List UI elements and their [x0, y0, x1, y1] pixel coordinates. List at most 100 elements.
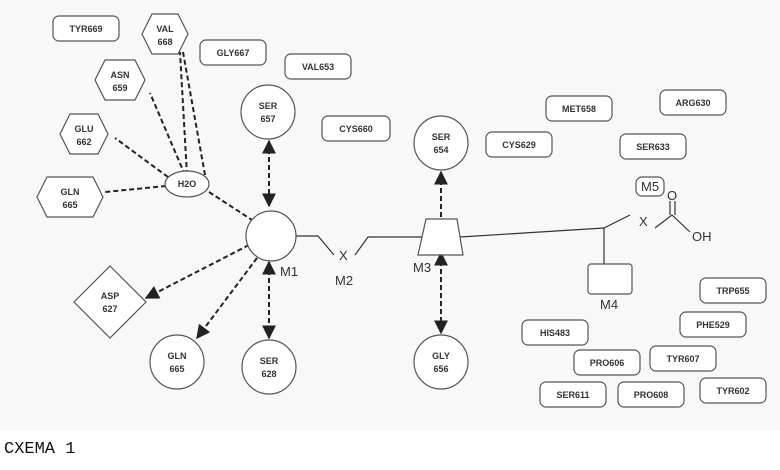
his483-label: HIS483: [540, 328, 570, 338]
pro606-label: PRO606: [590, 358, 625, 368]
ser654-line1: SER: [432, 132, 451, 142]
m5-label: M5: [641, 179, 659, 194]
glu662-line2: 662: [76, 137, 91, 147]
m2-label: M2: [335, 273, 353, 288]
backbone: [295, 201, 690, 264]
val653-label: VAL653: [302, 62, 334, 72]
asp627-line2: 627: [102, 304, 117, 314]
scheme-caption: СХЕМА 1: [4, 440, 75, 459]
bond-m1-x: [295, 236, 334, 255]
pro608-label: PRO608: [634, 390, 669, 400]
gln665-bottom-circle: [150, 335, 204, 389]
residue-gly656: GLY 656: [414, 335, 468, 389]
residue-asn659: ASN 659: [95, 60, 145, 100]
gly667-label: GLY667: [217, 48, 250, 58]
m1-circle: [246, 211, 296, 261]
bond-water-gln665: [105, 186, 166, 192]
ser611-label: SER611: [556, 390, 589, 400]
residue-trp655: TRP655: [700, 278, 766, 303]
ser628-circle: [242, 340, 296, 394]
bond-water-asn659: [150, 93, 185, 175]
ser654-circle: [414, 116, 468, 170]
residue-ser611: SER611: [540, 382, 606, 407]
gln665-top-line1: GLN: [61, 187, 80, 197]
val668-line1: VAL: [156, 24, 174, 34]
residue-val653: VAL653: [285, 54, 351, 79]
asp627-line1: ASP: [101, 291, 120, 301]
asp627-diamond: [74, 266, 146, 338]
bond-m3-branch: [460, 228, 604, 237]
residue-cys660: CYS660: [322, 116, 390, 141]
residue-tyr669: TYR669: [53, 16, 119, 41]
bond-m1-asp627: [146, 245, 249, 298]
residue-tyr607: TYR607: [650, 346, 716, 371]
residue-asp627: ASP 627: [74, 266, 146, 338]
residue-ser628: SER 628: [242, 340, 296, 394]
m4-box: M4: [588, 264, 632, 312]
met658-label: MET658: [562, 104, 596, 114]
ser654-line2: 654: [433, 145, 448, 155]
cys660-label: CYS660: [339, 124, 373, 134]
arg630-label: ARG630: [675, 98, 710, 108]
residue-pro606: PRO606: [574, 350, 640, 375]
gly656-line2: 656: [433, 364, 448, 374]
bond-water-glu662: [115, 138, 168, 177]
cys629-label: CYS629: [502, 140, 536, 150]
gln665-top-line2: 665: [62, 200, 77, 210]
ser657-line1: SER: [259, 101, 278, 111]
phe529-label: PHE529: [696, 320, 730, 330]
asn659-line2: 659: [112, 83, 127, 93]
residue-gln665-bottom: GLN 665: [150, 335, 204, 389]
residue-his483: HIS483: [522, 320, 588, 345]
ser628-line2: 628: [261, 369, 276, 379]
residue-val668: VAL 668: [142, 14, 188, 54]
x-right-label: X: [639, 214, 648, 229]
m4-label: M4: [600, 297, 618, 312]
residue-cys629: CYS629: [486, 132, 552, 157]
interaction-diagram: M1 X M2 M3 M4 M5 X O OH H2O TYR669 GLY66…: [0, 0, 780, 430]
tyr607-label: TYR607: [666, 354, 699, 364]
bond-water-m1: [209, 192, 252, 220]
residue-phe529: PHE529: [680, 312, 746, 337]
asn659-line1: ASN: [110, 70, 129, 80]
glu662-hexagon: [60, 114, 108, 154]
water-node: H2O: [165, 171, 209, 197]
val668-line2: 668: [157, 37, 172, 47]
residue-ser657: SER 657: [241, 85, 295, 139]
carbonyl-o-label: O: [667, 188, 677, 203]
glu662-line1: GLU: [75, 124, 94, 134]
x-left-label: X: [339, 248, 348, 263]
gln665-bottom-line1: GLN: [168, 351, 187, 361]
gln665-bottom-line2: 665: [169, 364, 184, 374]
gln665-top-hexagon: [37, 177, 103, 217]
gly656-circle: [414, 335, 468, 389]
residue-ser633: SER633: [620, 134, 686, 159]
water-label: H2O: [178, 179, 197, 189]
ser628-line1: SER: [260, 356, 279, 366]
residue-met658: MET658: [546, 96, 612, 121]
residue-glu662: GLU 662: [60, 114, 108, 154]
m1-label: M1: [280, 264, 298, 279]
tyr669-label: TYR669: [69, 24, 102, 34]
residue-arg630: ARG630: [660, 90, 726, 115]
bond-m1-gln665: [197, 258, 257, 338]
bond-branch-x: [604, 215, 630, 228]
m3-shape: [418, 219, 463, 255]
residue-ser654: SER 654: [414, 116, 468, 170]
asn659-hexagon: [95, 60, 145, 100]
m4-rect: [588, 264, 632, 294]
ser657-line2: 657: [260, 114, 275, 124]
m5-group: M5 X O OH: [636, 177, 712, 244]
m3-label: M3: [413, 260, 431, 275]
trp655-label: TRP655: [716, 286, 749, 296]
residue-pro608: PRO608: [618, 382, 684, 407]
residue-gly667: GLY667: [200, 40, 266, 65]
hydroxyl-label: OH: [692, 229, 712, 244]
m1-ring: M1: [246, 211, 298, 279]
bond-x-m3: [355, 237, 422, 255]
bond-x-acid: [655, 215, 690, 232]
tyr602-label: TYR602: [716, 386, 749, 396]
val668-hexagon: [142, 14, 188, 54]
gly656-line1: GLY: [432, 351, 450, 361]
ser657-circle: [241, 85, 295, 139]
